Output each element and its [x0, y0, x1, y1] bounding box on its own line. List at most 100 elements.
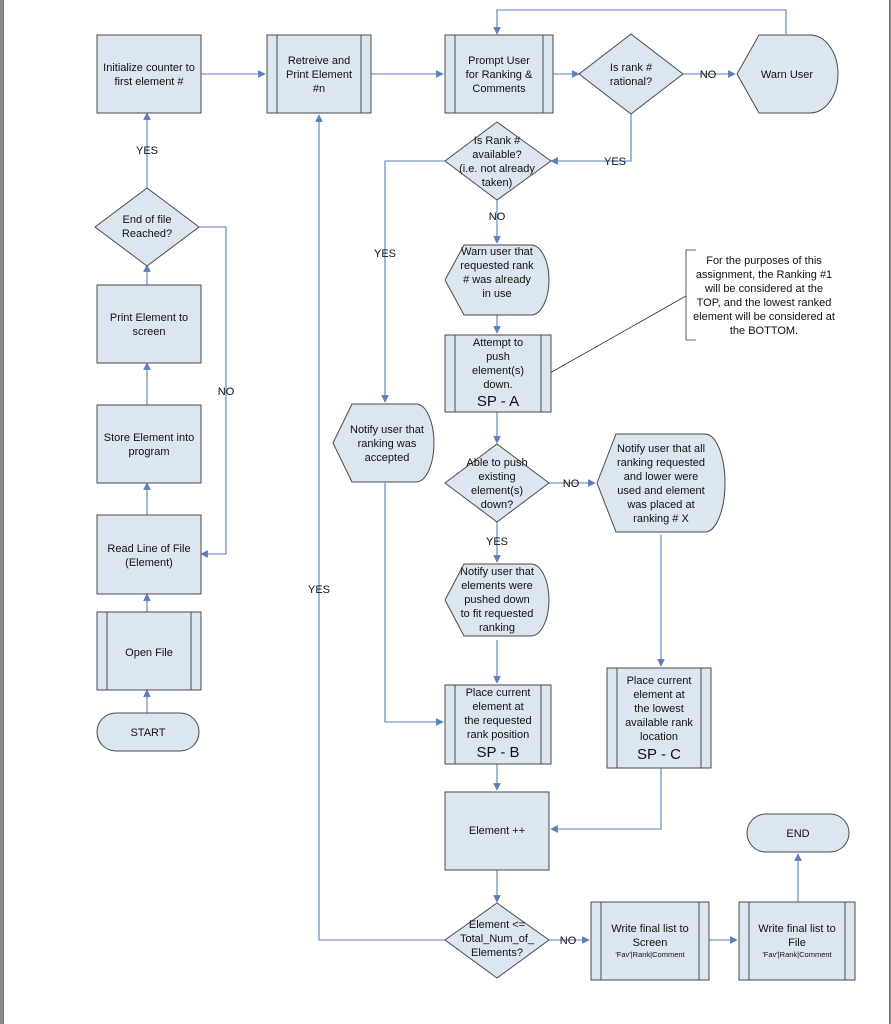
all-used-line-0: Notify user that all	[617, 443, 705, 455]
print-screen-line-1: screen	[132, 326, 165, 338]
node-labels: Initialize counter to first element # Re…	[103, 55, 836, 959]
write-file-line-1: File	[788, 937, 806, 949]
node-retrieve	[266, 34, 372, 114]
open-file-line-0: Open File	[125, 647, 173, 659]
notify-accepted-line-0: Notify user that	[350, 424, 424, 436]
node-element-inc	[444, 791, 550, 871]
edge-label-available-no: NO	[489, 211, 506, 223]
all-used-line-2: and lower were	[624, 471, 699, 483]
node-prompt	[444, 34, 554, 114]
node-end	[746, 813, 850, 853]
node-read-line	[96, 514, 202, 595]
edge-available-yes	[381, 160, 445, 403]
node-element-check	[444, 902, 550, 979]
all-used-line-1: ranking requested	[617, 457, 705, 469]
node-print-screen	[96, 284, 202, 364]
place-low-line-1: element at	[633, 689, 684, 701]
attempt-line-0: Attempt to	[473, 337, 523, 349]
node-notify-pushed	[444, 563, 550, 637]
shapes	[94, 33, 856, 981]
page: Initialize counter to first element # Re…	[3, 0, 890, 1024]
annotation-line-3: TOP, and the lowest ranked	[697, 297, 832, 309]
prompt-line-2: Comments	[472, 83, 526, 95]
node-write-file	[738, 901, 856, 981]
check-line-0: Element <=	[469, 919, 525, 931]
annotation-line-4: element will be considered at	[693, 311, 835, 323]
all-used-line-3: used and element	[617, 485, 704, 497]
node-warn-in-use	[444, 244, 550, 316]
init-counter-line-0: Initialize counter to	[103, 62, 195, 74]
annotation-line-1: assignment, the Ranking #1	[696, 269, 832, 281]
edge-label-eof-yes: YES	[136, 145, 158, 157]
end-line-0: END	[786, 828, 809, 840]
node-place-requested	[444, 684, 552, 765]
edge-label-able-no: NO	[563, 478, 580, 490]
node-available	[444, 121, 552, 201]
place-low-line-3: available rank	[625, 717, 693, 729]
edge-label-rational-yes: YES	[604, 156, 626, 168]
node-notify-all-used	[596, 433, 726, 533]
available-line-3: taken)	[482, 177, 513, 189]
rational-line-1: rational?	[610, 76, 652, 88]
pushed-line-4: ranking	[479, 622, 515, 634]
read-line-0: Read Line of File	[107, 543, 190, 555]
node-place-lowest	[606, 667, 712, 769]
node-store-element	[96, 404, 202, 484]
pushed-line-2: pushed down	[464, 594, 529, 606]
print-screen-line-0: Print Element to	[110, 312, 188, 324]
able-push-line-1: existing	[478, 471, 515, 483]
edge-eof-no	[199, 226, 227, 558]
retrieve-line-2: #n	[313, 83, 325, 95]
place-req-line-3: rank position	[467, 729, 529, 741]
node-start	[96, 712, 200, 752]
init-counter-line-1: first element #	[114, 76, 184, 88]
node-warn-user	[736, 34, 839, 114]
available-line-2: (i.e. not already	[459, 163, 535, 175]
prompt-line-1: for Ranking &	[466, 69, 533, 81]
place-low-line-4: location	[640, 731, 678, 743]
node-able-push	[444, 443, 550, 523]
prompt-line-0: Prompt User	[468, 55, 530, 67]
edge-warn-prompt	[493, 9, 787, 35]
check-line-1: Total_Num_of_	[460, 933, 535, 945]
edge-rational-yes	[550, 114, 632, 165]
node-write-screen	[590, 901, 710, 981]
place-low-line-0: Place current	[627, 675, 692, 687]
node-open-file	[96, 611, 202, 691]
able-push-line-0: Able to push	[466, 457, 527, 469]
notify-accepted-line-2: accepted	[365, 452, 410, 464]
annotation: For the purposes of this assignment, the…	[693, 255, 835, 337]
edge-label-rational-no: NO	[700, 69, 717, 81]
attempt-line-2: element(s)	[472, 365, 524, 377]
write-file-line-0: Write final list to	[758, 923, 835, 935]
node-notify-accepted	[332, 403, 435, 483]
pushed-line-1: elements were	[461, 580, 533, 592]
edge-label-loop-yes: YES	[308, 584, 330, 596]
annotation-connector	[549, 295, 687, 374]
store-line-1: program	[129, 446, 170, 458]
edge-labels: YES NO NO YES NO YES NO YES YES NO	[136, 69, 717, 947]
attempt-tag: SP - A	[477, 393, 519, 410]
store-line-0: Store Element into	[104, 432, 195, 444]
place-low-tag: SP - C	[637, 746, 681, 763]
warn-in-use-line-0: Warn user that	[461, 246, 533, 258]
warn-user-line-0: Warn User	[761, 69, 813, 81]
annotation-bracket	[685, 249, 696, 341]
retrieve-line-1: Print Element	[286, 69, 352, 81]
able-push-line-2: element(s)	[471, 485, 523, 497]
edge-label-check-no: NO	[560, 935, 577, 947]
available-line-0: Is Rank #	[474, 135, 521, 147]
node-attempt-push	[444, 334, 552, 413]
write-screen-line-0: Write final list to	[611, 923, 688, 935]
place-low-line-2: the lowest	[634, 703, 684, 715]
retrieve-line-0: Retreive and	[288, 55, 350, 67]
write-screen-line-1: Screen	[633, 937, 668, 949]
able-push-line-3: down?	[481, 499, 513, 511]
warn-in-use-line-3: in use	[482, 288, 511, 300]
edge-label-able-yes: YES	[486, 536, 508, 548]
annotation-line-5: the BOTTOM.	[730, 325, 798, 337]
node-end-of-file	[94, 187, 200, 267]
edge-placelowest-inc	[550, 768, 662, 833]
connectors	[143, 9, 802, 944]
rational-line-0: Is rank #	[610, 62, 653, 74]
